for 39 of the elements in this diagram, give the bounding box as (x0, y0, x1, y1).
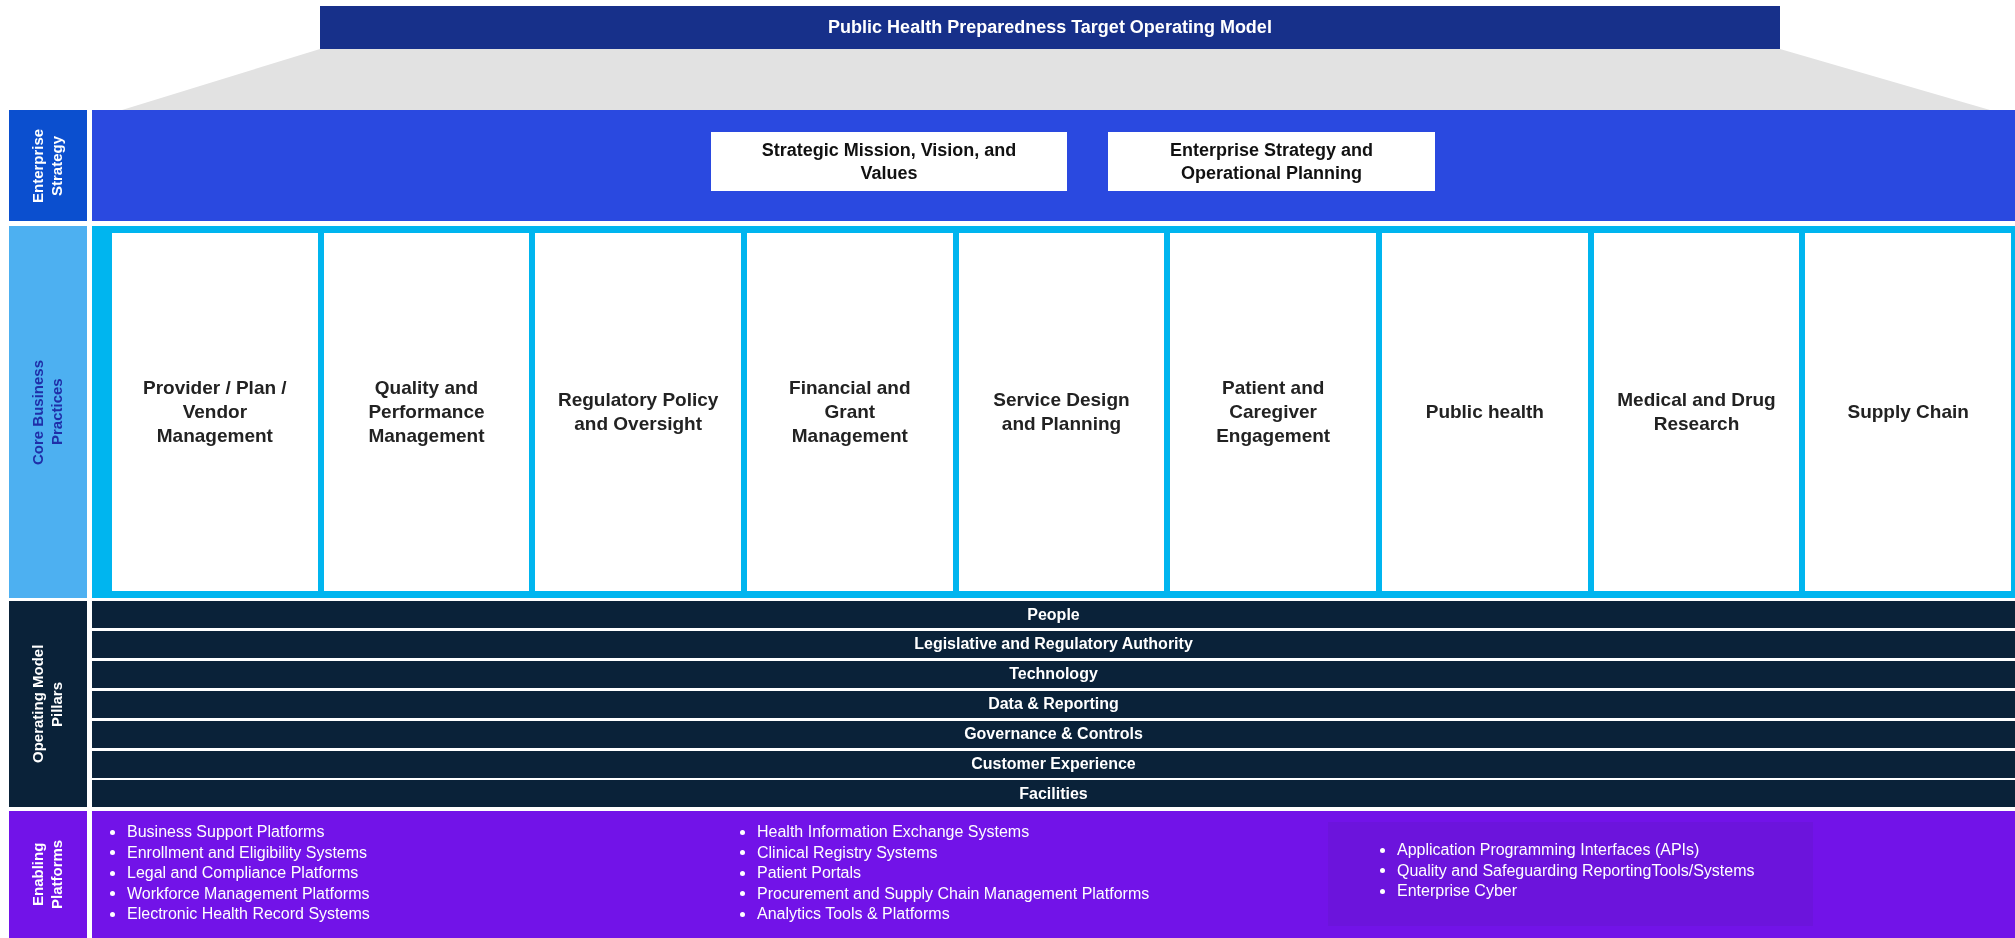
practice-box: Public health (1382, 233, 1588, 591)
platform-item: Legal and Compliance Platforms (127, 863, 359, 883)
practice-box: Supply Chain (1805, 233, 2011, 591)
platform-item: Workforce Management Platforms (127, 883, 370, 904)
pillar-bar: Technology (92, 660, 2015, 688)
platform-item: Enrollment and Eligibility Systems (127, 842, 368, 863)
pillar-bar: Customer Experience (92, 750, 2015, 778)
pillar-bar: Legislative and Regulatory Authority (92, 630, 2015, 658)
platform-item: Business Support Platforms (127, 822, 325, 842)
platform-item: Quality and Safeguarding ReportingTools/Systems (1397, 860, 1755, 881)
row-label: Core Business Practices (9, 226, 87, 598)
practice-box: Provider / Plan / Vendor Management (112, 233, 318, 591)
row-label: Enterprise Strategy (9, 110, 87, 221)
strategy-box: Strategic Mission, Vision, and Values (711, 132, 1067, 191)
practice-box: Medical and Drug Research (1593, 233, 1800, 591)
pillar-bar: People (92, 601, 2015, 628)
row-label: Operating Model Pillars (9, 601, 87, 807)
platform-item: Application Programming Interfaces (APIs) (1397, 840, 1700, 860)
practice-box: Quality and Performance Management (323, 233, 530, 591)
roof-shape (122, 49, 1990, 110)
pillar-bar: Governance & Controls (92, 720, 2015, 748)
platform-item: Health Information Exchange Systems (757, 822, 1030, 842)
strategy-box: Enterprise Strategy and Operational Planning (1108, 132, 1435, 191)
platform-item: Analytics Tools & Platforms (757, 904, 950, 924)
practice-box: Regulatory Policy and Oversight (535, 233, 741, 591)
title-bar: Public Health Preparedness Target Operating Model (320, 6, 1780, 49)
row-label: Enabling Platforms (9, 811, 87, 938)
practice-box: Patient and Caregiver Engagement (1170, 233, 1376, 591)
platform-item: Enterprise Cyber (1397, 881, 1518, 901)
strategy-band (92, 110, 2015, 221)
pillar-bar: Data & Reporting (92, 690, 2015, 718)
platform-item: Electronic Health Record Systems (127, 904, 370, 924)
practice-box: Service Design and Planning (958, 233, 1165, 591)
platform-item: Clinical Registry Systems (757, 842, 938, 863)
practices-band (92, 226, 2015, 598)
platform-item: Patient Portals (757, 863, 862, 883)
platform-item: Procurement and Supply Chain Management Platforms (757, 883, 1150, 904)
practice-box: Financial and Grant Management (747, 233, 953, 591)
pillar-bar: Facilities (92, 780, 2015, 808)
